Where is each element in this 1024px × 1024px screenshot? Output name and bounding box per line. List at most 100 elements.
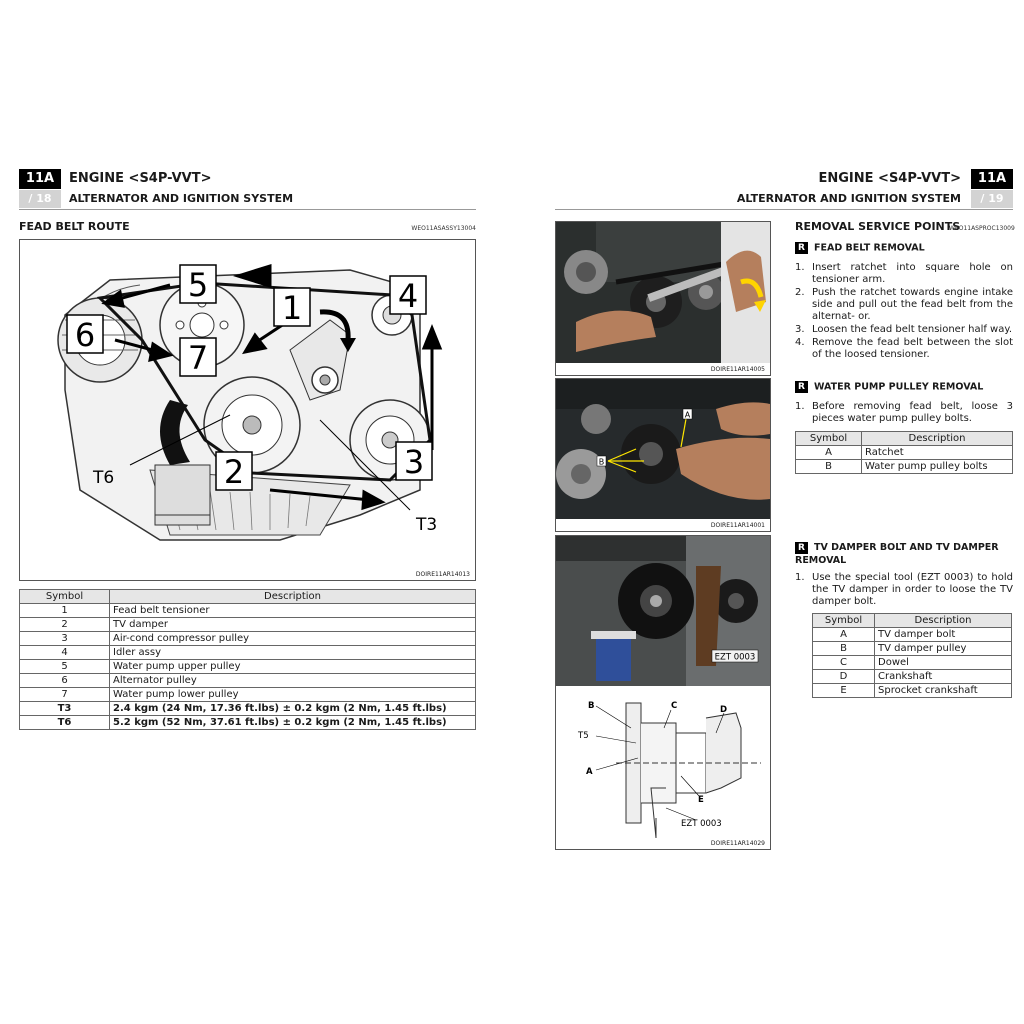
description-cell: Alternator pulley xyxy=(109,673,476,688)
list-item: 1.Before removing fead belt, loose 3 pie… xyxy=(795,401,1013,424)
chapter-title: ENGINE <S4P-VVT> xyxy=(69,171,212,186)
table-header: Symbol Description xyxy=(795,431,1013,446)
symbol-cell: T3 xyxy=(19,701,110,716)
column-header-description: Description xyxy=(109,589,476,604)
symbol-cell: 4 xyxy=(19,645,110,660)
removal-icon: R xyxy=(795,381,808,393)
symbol-cell: D xyxy=(812,669,875,684)
chapter-subtitle: ALTERNATOR AND IGNITION SYSTEM xyxy=(736,192,961,205)
symbol-cell: T6 xyxy=(19,715,110,730)
description-cell: Fead belt tensioner xyxy=(109,603,476,618)
description-cell: Air-cond compressor pulley xyxy=(109,631,476,646)
symbol-cell: A xyxy=(812,627,875,642)
callout-2: 2 xyxy=(224,453,244,491)
page-number: / 18 xyxy=(19,190,61,208)
section-code: WEO11ASASSY13004 xyxy=(411,225,476,232)
diagram-label-a: A xyxy=(586,767,593,777)
symbol-cell: A xyxy=(795,445,862,460)
engine-drawing: 5 1 4 6 7 2 3 T6 T3 xyxy=(57,263,443,541)
photo-water-pump-bolts: A B DOIRE11AR14001 xyxy=(555,378,771,532)
right-page: 11A / 19 ENGINE <S4P-VVT> ALTERNATOR AND… xyxy=(555,165,1015,865)
description-cell: Sprocket crankshaft xyxy=(874,683,1012,698)
removal-icon: R xyxy=(795,242,808,254)
diagram-caption: DOIRE11AR14029 xyxy=(708,840,767,847)
list-item: 3.Loosen the fead belt tensioner half wa… xyxy=(795,324,1013,335)
callouts: 5 1 4 6 7 2 3 xyxy=(66,264,433,491)
symbol-cell: B xyxy=(812,641,875,656)
diagram-label-c: C xyxy=(671,701,677,711)
engine-belt-diagram: 5 1 4 6 7 2 3 T6 T3 DOIRE11AR14013 xyxy=(19,239,476,581)
figure-caption: DOIRE11AR14013 xyxy=(413,571,472,578)
left-page-header: 11A / 18 ENGINE <S4P-VVT> ALTERNATOR AND… xyxy=(19,165,476,210)
list-item: 1.Use the special tool (EZT 0003) to hol… xyxy=(795,572,1013,607)
description-cell: Crankshaft xyxy=(874,669,1012,684)
photo-label-ezt: EZT 0003 xyxy=(715,653,756,663)
list-item: 2.Push the ratchet towards engine intake… xyxy=(795,287,1013,322)
list-item: 1.Insert ratchet into square hole on ten… xyxy=(795,262,1013,285)
description-cell: Water pump lower pulley xyxy=(109,687,476,702)
chapter-title: ENGINE <S4P-VVT> xyxy=(818,171,962,186)
section-heading: FEAD BELT ROUTE xyxy=(19,220,130,233)
photo-ratchet-image xyxy=(556,222,770,363)
tv-damper-figure: EZT 0003 B C D xyxy=(555,535,771,850)
table-header: Symbol Description xyxy=(812,613,1012,628)
page-number: / 19 xyxy=(971,190,1013,208)
symbol-cell: 6 xyxy=(19,673,110,688)
diagram-label-t5: T5 xyxy=(577,731,589,741)
symbol-cell: 7 xyxy=(19,687,110,702)
callout-1: 1 xyxy=(282,289,302,327)
column-header-symbol: Symbol xyxy=(795,431,862,446)
photo-tv-damper-image: EZT 0003 xyxy=(556,536,770,686)
description-cell: Ratchet xyxy=(861,445,1013,460)
description-cell: 5.2 kgm (52 Nm, 37.61 ft.lbs) ± 0.2 kgm … xyxy=(109,715,476,730)
table-header: Symbol Description xyxy=(19,589,476,604)
symbol-cell: 5 xyxy=(19,659,110,674)
symbol-cell: 1 xyxy=(19,603,110,618)
photo-caption: DOIRE11AR14005 xyxy=(708,366,767,373)
callout-3: 3 xyxy=(404,443,424,481)
description-cell: TV damper bolt xyxy=(874,627,1012,642)
chapter-subtitle: ALTERNATOR AND IGNITION SYSTEM xyxy=(69,192,294,205)
photo-ratchet: DOIRE11AR14005 xyxy=(555,221,771,376)
photo-label-b: B xyxy=(599,458,605,467)
symbol-cell: 2 xyxy=(19,617,110,632)
section-badge: 11A xyxy=(971,169,1013,189)
description-cell: Dowel xyxy=(874,655,1012,670)
description-cell: Water pump pulley bolts xyxy=(861,459,1013,474)
right-page-header: 11A / 19 ENGINE <S4P-VVT> ALTERNATOR AND… xyxy=(555,165,1013,210)
photo-label-a: A xyxy=(685,411,691,420)
description-cell: Water pump upper pulley xyxy=(109,659,476,674)
section-heading: REMOVAL SERVICE POINTS xyxy=(795,220,961,233)
diagram-label-b: B xyxy=(588,701,594,711)
symbol-cell: 3 xyxy=(19,631,110,646)
symbol-cell: C xyxy=(812,655,875,670)
column-header-description: Description xyxy=(874,613,1012,628)
description-cell: Idler assy xyxy=(109,645,476,660)
removal-icon: R xyxy=(795,541,808,554)
description-cell: TV damper pulley xyxy=(874,641,1012,656)
section-badge: 11A xyxy=(19,169,61,189)
diagram-label-ezt: EZT 0003 xyxy=(681,819,722,829)
list-item: 4.Remove the fead belt between the slot … xyxy=(795,337,1013,360)
column-header-description: Description xyxy=(861,431,1013,446)
